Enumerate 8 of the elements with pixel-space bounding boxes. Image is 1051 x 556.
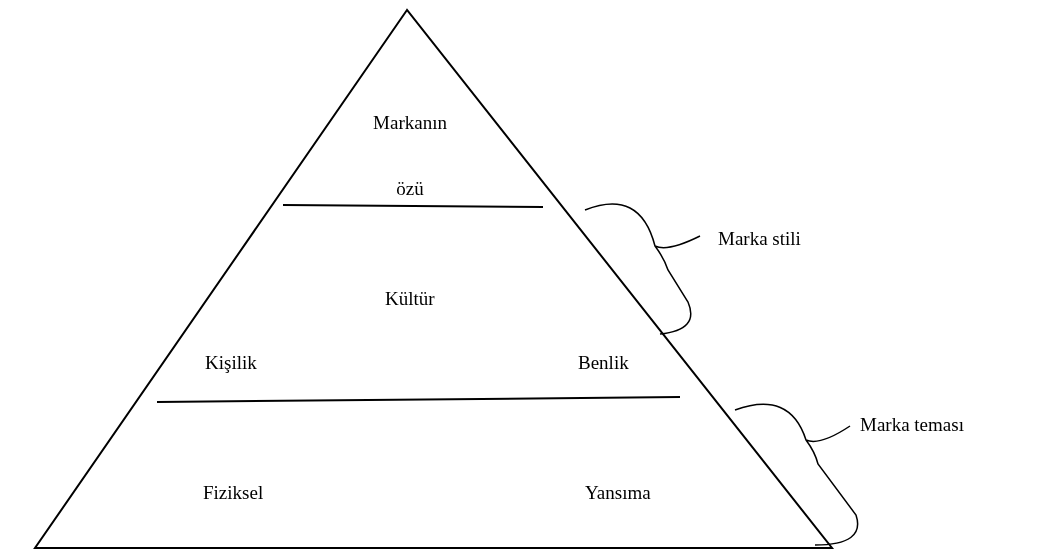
bracket-label: Marka teması: [860, 414, 964, 436]
tier-label: Benlik: [578, 352, 629, 374]
tier-label: Markanın özü: [372, 111, 448, 201]
tier-label: Kültür: [385, 288, 435, 310]
tier-label: Yansıma: [585, 482, 651, 504]
tier-label: Fiziksel: [203, 482, 264, 504]
tier-label: Kişilik: [205, 352, 257, 374]
bracket-label: Marka stili: [718, 228, 801, 250]
